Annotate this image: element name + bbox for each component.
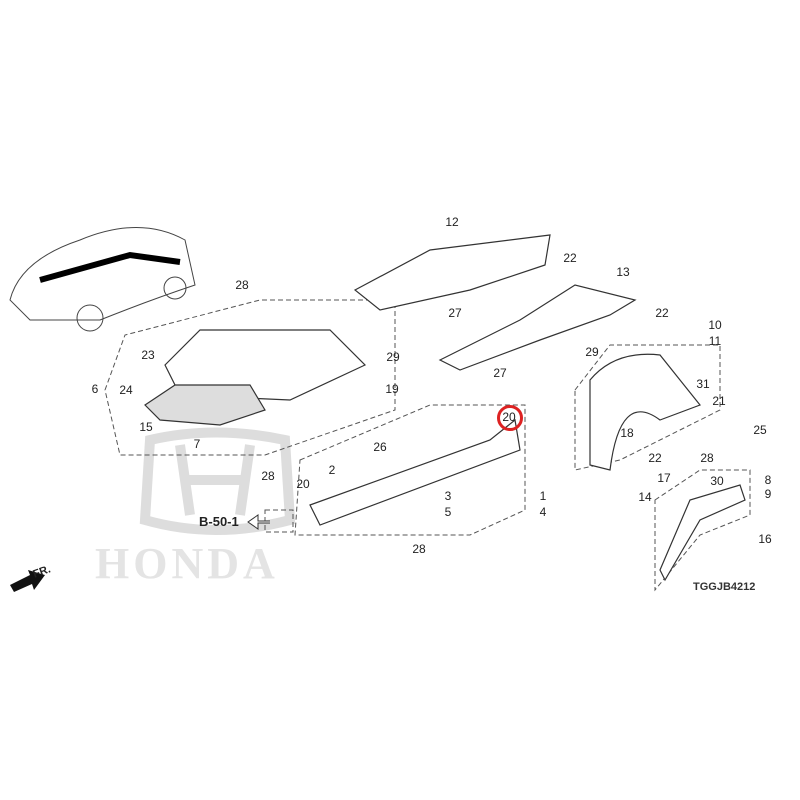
callout: 27 bbox=[493, 366, 507, 380]
honda-watermark-text: HONDA bbox=[95, 539, 279, 588]
callout: 28 bbox=[412, 542, 426, 556]
callout: 26 bbox=[373, 440, 387, 454]
parts-shapes bbox=[144, 234, 746, 582]
callout: 17 bbox=[657, 471, 671, 485]
reference-arrow-icon bbox=[247, 514, 270, 530]
callout: 31 bbox=[696, 377, 710, 391]
callout: 13 bbox=[616, 265, 630, 279]
callout: 22 bbox=[563, 251, 577, 265]
callout: 15 bbox=[139, 420, 153, 434]
callout: 10 bbox=[708, 318, 722, 332]
honda-watermark bbox=[139, 427, 296, 535]
callout: 9 bbox=[764, 487, 772, 501]
callout: 22 bbox=[648, 451, 662, 465]
diagram-code: TGGJB4212 bbox=[693, 581, 756, 593]
callout: 19 bbox=[385, 382, 399, 396]
callout: 2 bbox=[328, 463, 336, 477]
callout: 21 bbox=[712, 394, 726, 408]
callout: 25 bbox=[753, 423, 767, 437]
callout: 23 bbox=[141, 348, 155, 362]
front-arrow-icon bbox=[10, 570, 45, 592]
callout: 27 bbox=[448, 306, 462, 320]
highlight-circle bbox=[497, 405, 523, 431]
callout: 29 bbox=[386, 350, 400, 364]
callout: 5 bbox=[444, 505, 452, 519]
callout: 12 bbox=[445, 215, 459, 229]
car-overview bbox=[9, 227, 196, 332]
callout: 6 bbox=[91, 382, 99, 396]
callout: 24 bbox=[119, 383, 133, 397]
callout: 14 bbox=[638, 490, 652, 504]
callout: 16 bbox=[758, 532, 772, 546]
reference-label[interactable]: B-50-1 bbox=[199, 514, 239, 529]
callout: 3 bbox=[444, 489, 452, 503]
callout: 1 bbox=[539, 489, 547, 503]
callout: 29 bbox=[585, 345, 599, 359]
callout: 28 bbox=[235, 278, 249, 292]
callout: 8 bbox=[764, 473, 772, 487]
callout: 7 bbox=[193, 437, 201, 451]
callout: 30 bbox=[710, 474, 724, 488]
callout: 11 bbox=[708, 334, 722, 348]
callout: 18 bbox=[620, 426, 634, 440]
callout: 22 bbox=[655, 306, 669, 320]
callout: 4 bbox=[539, 505, 547, 519]
callout: 20 bbox=[296, 477, 310, 491]
callout: 28 bbox=[261, 469, 275, 483]
callout-highlighted[interactable]: 20 bbox=[502, 410, 516, 424]
callout: 28 bbox=[700, 451, 714, 465]
